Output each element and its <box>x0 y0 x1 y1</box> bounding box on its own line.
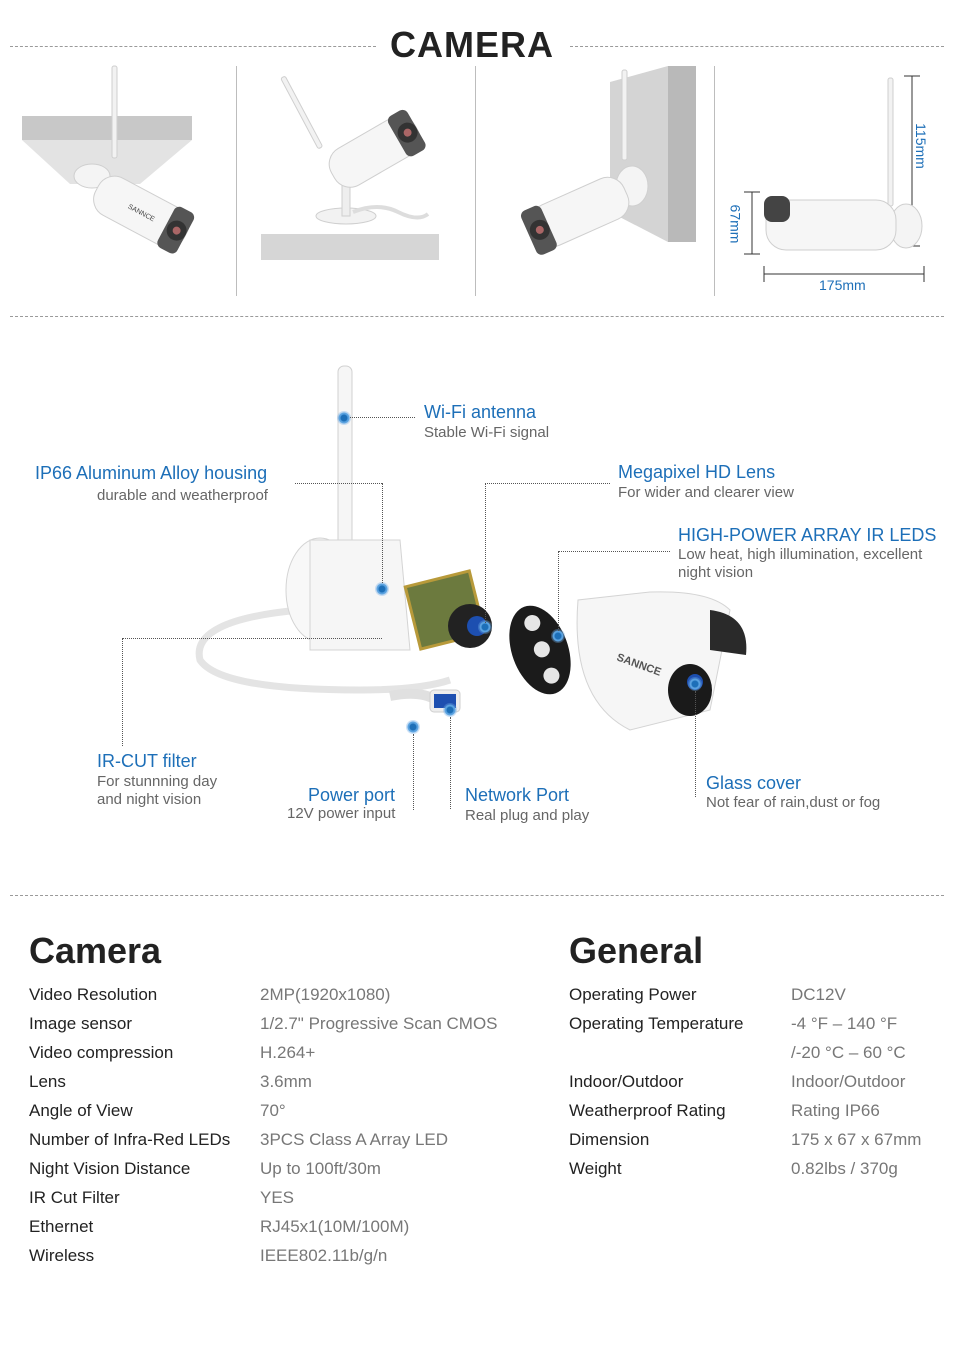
general-spec-value: -4 °F – 140 °F <box>791 1014 898 1033</box>
general-spec-label: Indoor/Outdoor <box>569 1072 684 1091</box>
glass-leader <box>695 691 696 797</box>
ir-leds-title: HIGH-POWER ARRAY IR LEDS <box>678 525 937 545</box>
general-spec-value: 175 x 67 x 67mm <box>791 1130 922 1149</box>
camera-spec-value: 3PCS Class A Array LED <box>260 1130 449 1149</box>
general-spec-value: Rating IP66 <box>791 1101 880 1120</box>
camera-specs-heading: Camera <box>29 930 162 971</box>
power-port-title: Power port <box>308 785 396 805</box>
ircut-leader-h <box>122 638 382 639</box>
camera-spec-value: IEEE802.11b/g/n <box>260 1246 388 1265</box>
housing-leader-v <box>382 483 383 583</box>
divider <box>236 66 237 296</box>
section-divider <box>10 316 944 317</box>
desk-mount-view <box>261 76 439 260</box>
wall-mount-view <box>521 66 696 255</box>
camera-spec-label: Video Resolution <box>29 985 158 1004</box>
housing-marker <box>375 582 389 596</box>
lens-leader-h <box>485 483 610 484</box>
section-divider <box>10 895 944 896</box>
page-title: CAMERA <box>390 24 554 65</box>
general-spec-value: DC12V <box>791 985 846 1004</box>
ir-led-marker <box>551 629 565 643</box>
camera-spec-label: IR Cut Filter <box>29 1188 120 1207</box>
power-port-sub: 12V power input <box>287 805 396 822</box>
lens-title: Megapixel HD Lens <box>618 462 776 482</box>
dimension-view <box>744 75 925 282</box>
ir-cut-sub: For stunnning day <box>97 773 218 790</box>
lens-marker <box>478 620 492 634</box>
camera-spec-value: H.264+ <box>260 1043 316 1062</box>
power-port-marker <box>406 720 420 734</box>
camera-spec-label: Lens <box>29 1072 66 1091</box>
camera-spec-label: Angle of View <box>29 1101 133 1120</box>
ircut-leader-v <box>122 638 123 746</box>
depth-dimension: 67mm <box>727 204 744 244</box>
glass-cover-sub: Not fear of rain,dust or fog <box>706 794 881 811</box>
general-spec-label: Operating Temperature <box>569 1014 744 1033</box>
ir-cut-title: IR-CUT filter <box>97 751 197 771</box>
housing-title: IP66 Aluminum Alloy housing <box>35 463 268 483</box>
network-leader <box>450 717 451 809</box>
divider <box>475 66 476 296</box>
camera-spec-value: 2MP(1920x1080) <box>260 985 391 1004</box>
network-port-marker <box>443 703 457 717</box>
ir-leds-sub-2: night vision <box>678 564 754 581</box>
network-port-title: Network Port <box>465 785 570 805</box>
general-spec-label: Dimension <box>569 1130 650 1149</box>
camera-spec-label: Wireless <box>29 1246 95 1265</box>
wifi-leader <box>350 417 415 418</box>
camera-spec-label: Night Vision Distance <box>29 1159 191 1178</box>
camera-spec-label: Ethernet <box>29 1217 94 1236</box>
header-rule-right <box>570 46 944 47</box>
camera-spec-value: YES <box>260 1188 295 1207</box>
camera-spec-value: 3.6mm <box>260 1072 312 1091</box>
camera-spec-label: Image sensor <box>29 1014 132 1033</box>
wifi-antenna-title: Wi-Fi antenna <box>424 402 537 422</box>
glass-marker <box>688 677 702 691</box>
lens-leader-v <box>485 483 486 623</box>
divider <box>714 66 715 296</box>
wifi-marker <box>337 411 351 425</box>
exploded-camera-illustration: SANNCE <box>195 365 747 731</box>
housing-leader-h <box>295 483 382 484</box>
header-rule-left <box>10 46 376 47</box>
lens-sub: For wider and clearer view <box>618 484 794 501</box>
general-spec-label: Weight <box>569 1159 622 1178</box>
general-spec-label: Weatherproof Rating <box>569 1101 726 1120</box>
camera-spec-value: 70° <box>260 1101 286 1120</box>
camera-spec-label: Number of Infra-Red LEDs <box>29 1130 231 1149</box>
camera-spec-value: 1/2.7" Progressive Scan CMOS <box>260 1014 498 1033</box>
ir-leds-sub: Low heat, high illumination, excellent <box>678 546 923 563</box>
camera-spec-value: RJ45x1(10M/100M) <box>260 1217 410 1236</box>
ir-leader-v <box>558 551 559 631</box>
glass-cover-title: Glass cover <box>706 773 802 793</box>
camera-spec-label: Video compression <box>29 1043 174 1062</box>
power-leader <box>413 734 414 810</box>
ir-cut-sub-2: and night vision <box>97 791 202 808</box>
ir-leader-h <box>558 551 670 552</box>
camera-spec-value: Up to 100ft/30m <box>260 1159 381 1178</box>
wifi-antenna-sub: Stable Wi-Fi signal <box>424 424 550 441</box>
general-spec-value: Indoor/Outdoor <box>791 1072 906 1091</box>
general-spec-label: Operating Power <box>569 985 697 1004</box>
ceiling-mount-view: SANNCE <box>22 65 195 254</box>
general-spec-value: 0.82lbs / 370g <box>791 1159 898 1178</box>
housing-sub: durable and weatherproof <box>97 487 268 504</box>
height-dimension: 115mm <box>912 123 929 169</box>
network-port-sub: Real plug and play <box>465 807 590 824</box>
general-spec-value: /-20 °C – 60 °C <box>791 1043 906 1062</box>
length-dimension: 175mm <box>819 277 866 293</box>
general-specs-heading: General <box>569 930 704 971</box>
